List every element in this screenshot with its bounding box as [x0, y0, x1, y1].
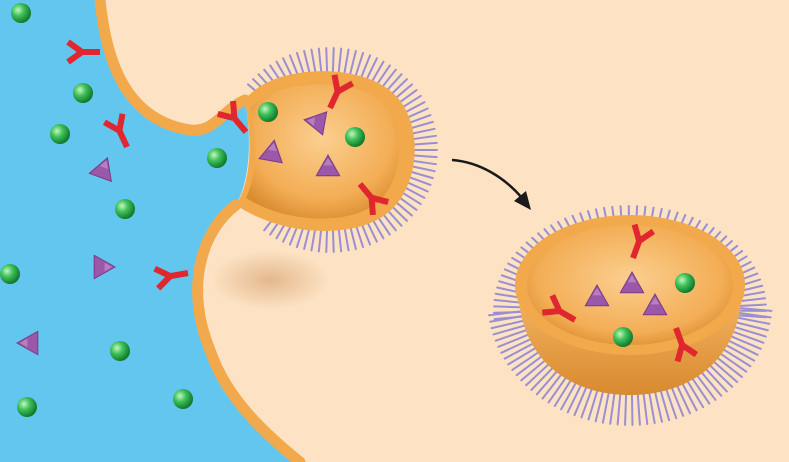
sphere-molecule-icon	[207, 148, 227, 168]
clathrin-bristle	[331, 47, 335, 78]
clathrin-bristle	[337, 47, 343, 78]
extracellular-space	[0, 0, 300, 462]
clathrin-bristle	[724, 338, 759, 356]
process-arrow	[451, 158, 523, 199]
clathrin-bristle	[726, 333, 762, 350]
sphere-molecule-icon	[258, 102, 278, 122]
clathrin-bristle	[515, 352, 547, 377]
clathrin-bristle	[490, 319, 528, 330]
sphere-molecule-icon	[173, 389, 193, 409]
clathrin-bristle	[511, 348, 544, 371]
clathrin-bristle	[718, 346, 752, 368]
sphere-molecule-icon	[110, 341, 130, 361]
sphere-molecule-icon	[115, 199, 135, 219]
clathrin-bristle	[721, 342, 756, 362]
sphere-molecule-icon	[73, 83, 93, 103]
clathrin-bristle	[492, 323, 530, 336]
clathrin-bristle	[489, 314, 527, 323]
triangle-ligand-icon	[303, 111, 328, 136]
triangle-ligand-icon	[619, 270, 645, 294]
clathrin-bristle	[520, 356, 550, 382]
clathrin-bristle	[733, 311, 772, 319]
clathrin-bristle	[500, 336, 535, 354]
sphere-molecule-icon	[50, 124, 70, 144]
receptor-icon	[102, 113, 130, 149]
sphere-molecule-icon	[675, 273, 695, 293]
clathrin-bristle	[494, 327, 531, 342]
triangle-ligand-icon	[93, 254, 117, 280]
sphere-molecule-icon	[11, 3, 31, 23]
triangle-ligand-icon	[315, 153, 341, 177]
triangle-ligand-icon	[15, 330, 39, 356]
clathrin-bristle	[497, 332, 533, 348]
clathrin-bristle	[734, 306, 773, 312]
clathrin-bristle	[342, 48, 350, 79]
clathrin-bristle	[730, 325, 767, 338]
receptor-icon	[541, 294, 577, 323]
clathrin-bristle	[733, 315, 771, 325]
clathrin-bristle	[348, 50, 357, 80]
receptor-icon	[217, 100, 249, 134]
clathrin-bristle	[731, 320, 769, 332]
receptor-icon	[673, 326, 699, 363]
triangle-ligand-icon	[584, 283, 610, 307]
process-arrow-head	[514, 191, 531, 210]
triangle-ligand-icon	[642, 292, 668, 316]
sphere-molecule-icon	[17, 397, 37, 417]
clathrin-bristle	[503, 340, 538, 360]
clathrin-bristle	[708, 357, 739, 384]
sphere-molecule-icon	[613, 327, 633, 347]
pit-shadow	[210, 250, 330, 310]
receptor-icon	[327, 74, 355, 110]
sphere-molecule-icon	[0, 264, 20, 284]
clathrin-bristle	[728, 329, 765, 344]
clathrin-bristle	[488, 309, 526, 317]
clathrin-bristle	[715, 350, 748, 373]
receptor-icon	[630, 223, 656, 260]
plasma-membrane-lower	[192, 199, 306, 462]
receptor-icon	[66, 39, 100, 65]
clathrin-bristle	[712, 353, 743, 378]
receptor-icon	[357, 182, 389, 216]
clathrin-bristle	[507, 344, 541, 366]
triangle-ligand-icon	[88, 156, 112, 183]
sphere-molecule-icon	[345, 127, 365, 147]
triangle-ligand-icon	[258, 139, 283, 164]
receptor-icon	[153, 266, 189, 291]
